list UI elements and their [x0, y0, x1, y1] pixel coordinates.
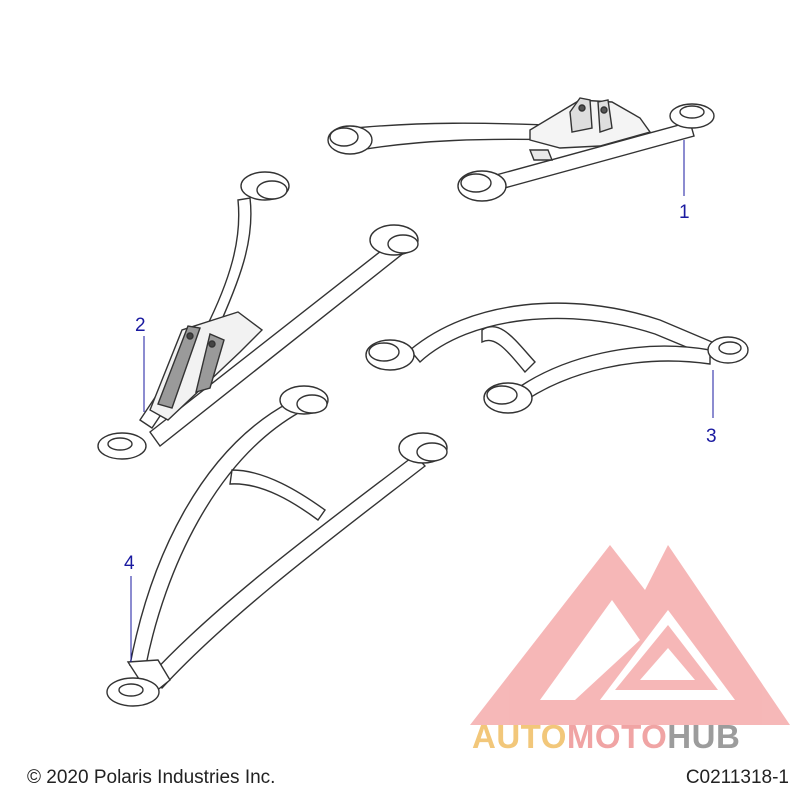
watermark-hub: HUB: [667, 718, 741, 755]
callout-label-4: 4: [124, 553, 135, 574]
watermark-logo: [470, 545, 790, 725]
control-arm-2: [97, 171, 419, 460]
callout-label-2: 2: [135, 315, 146, 336]
watermark-text: AUTOMOTOHUB: [472, 720, 740, 753]
watermark-auto: AUTO: [472, 718, 567, 755]
drawing-code: C0211318-1: [685, 767, 789, 788]
callout-label-1: 1: [679, 202, 690, 223]
watermark-moto: MOTO: [566, 718, 668, 755]
control-arm-3: [365, 302, 749, 418]
control-arm-1: [327, 97, 715, 202]
callout-label-3: 3: [706, 426, 717, 447]
control-arm-4: [106, 385, 448, 707]
copyright-notice: © 2020 Polaris Industries Inc.: [27, 767, 276, 788]
